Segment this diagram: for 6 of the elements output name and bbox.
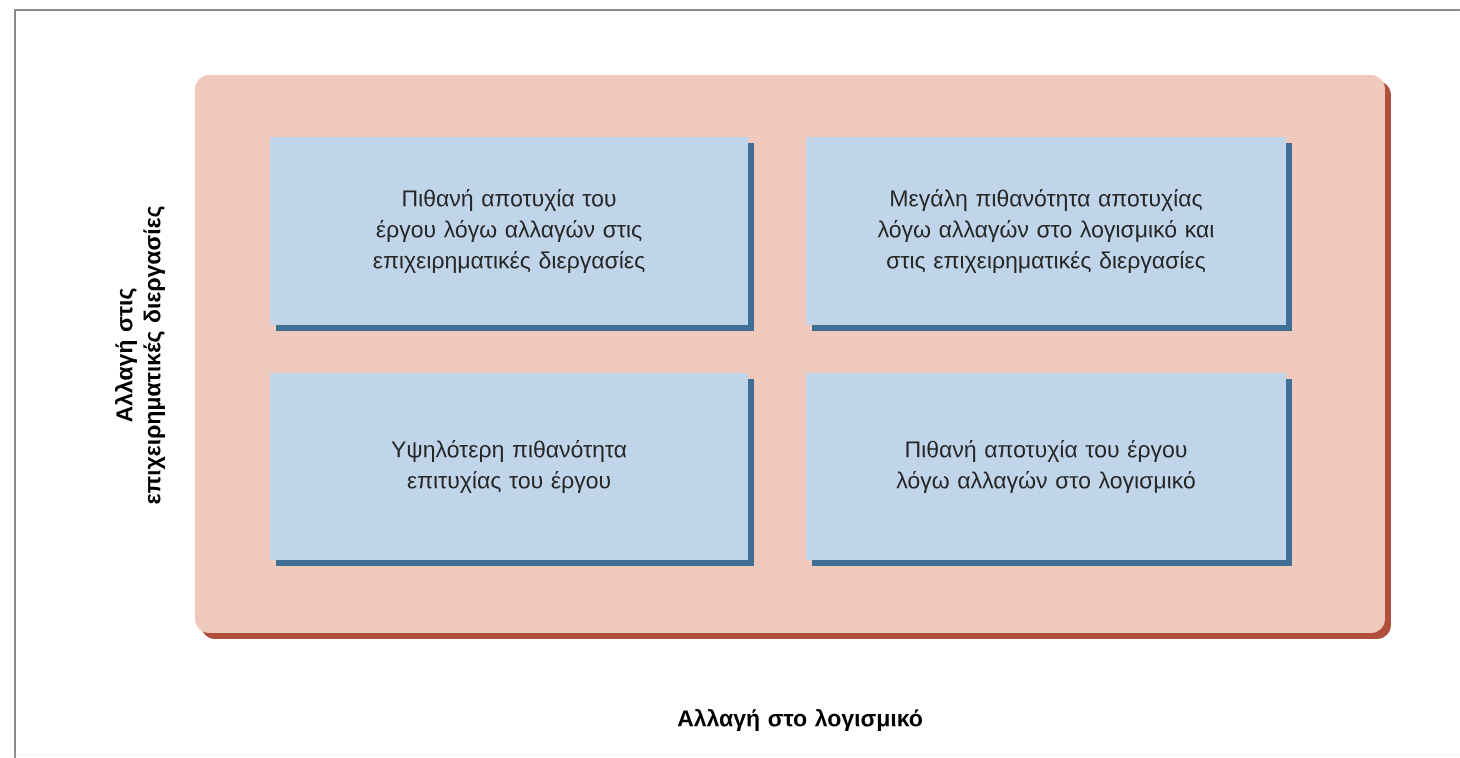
text-box: Μεγάλη πιθανότητα αποτυχίας λόγω αλλαγών στο λογισμικό και στις επιχειρηματικές διεργασίες <box>806 137 1292 331</box>
axis-label: Αλλαγή στο λογισμικό <box>677 709 922 731</box>
axis-label: Αλλαγή στις επιχειρηματικές διεργασίες <box>115 206 165 504</box>
text-box: Υψηλότερη πιθανότητα επιτυχίας του έργου <box>270 373 754 566</box>
text-box: Πιθανή αποτυχία του έργου λόγω αλλαγών στις επιχειρηματικές διεργασίες <box>270 137 754 331</box>
text-box: Πιθανή αποτυχία του έργου λόγω αλλαγών στο λογισμικό <box>806 373 1292 566</box>
